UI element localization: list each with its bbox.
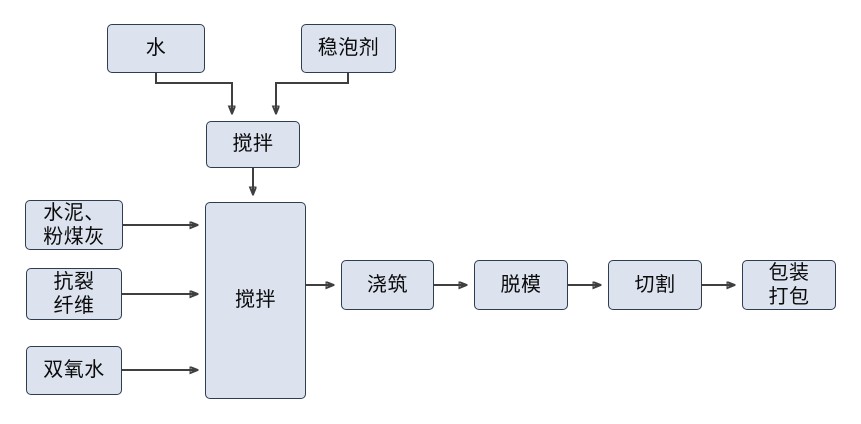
edge-stabilizer-to-mixtop [276,73,349,113]
node-mix-main[interactable]: 搅拌 [205,202,306,399]
node-demolding[interactable]: 脱模 [474,260,568,310]
node-mix-top[interactable]: 搅拌 [206,121,300,168]
node-water[interactable]: 水 [107,24,205,73]
node-packaging[interactable]: 包装 打包 [742,260,836,310]
edge-water-to-mixtop [155,73,232,113]
node-casting[interactable]: 浇筑 [341,260,434,310]
node-hydrogen-peroxide[interactable]: 双氧水 [26,346,122,395]
node-cement-fly-ash[interactable]: 水泥、 粉煤灰 [25,200,123,250]
node-stabilizer[interactable]: 稳泡剂 [301,24,396,73]
node-cutting[interactable]: 切割 [608,260,702,310]
node-anticrack-fiber[interactable]: 抗裂 纤维 [26,268,122,320]
